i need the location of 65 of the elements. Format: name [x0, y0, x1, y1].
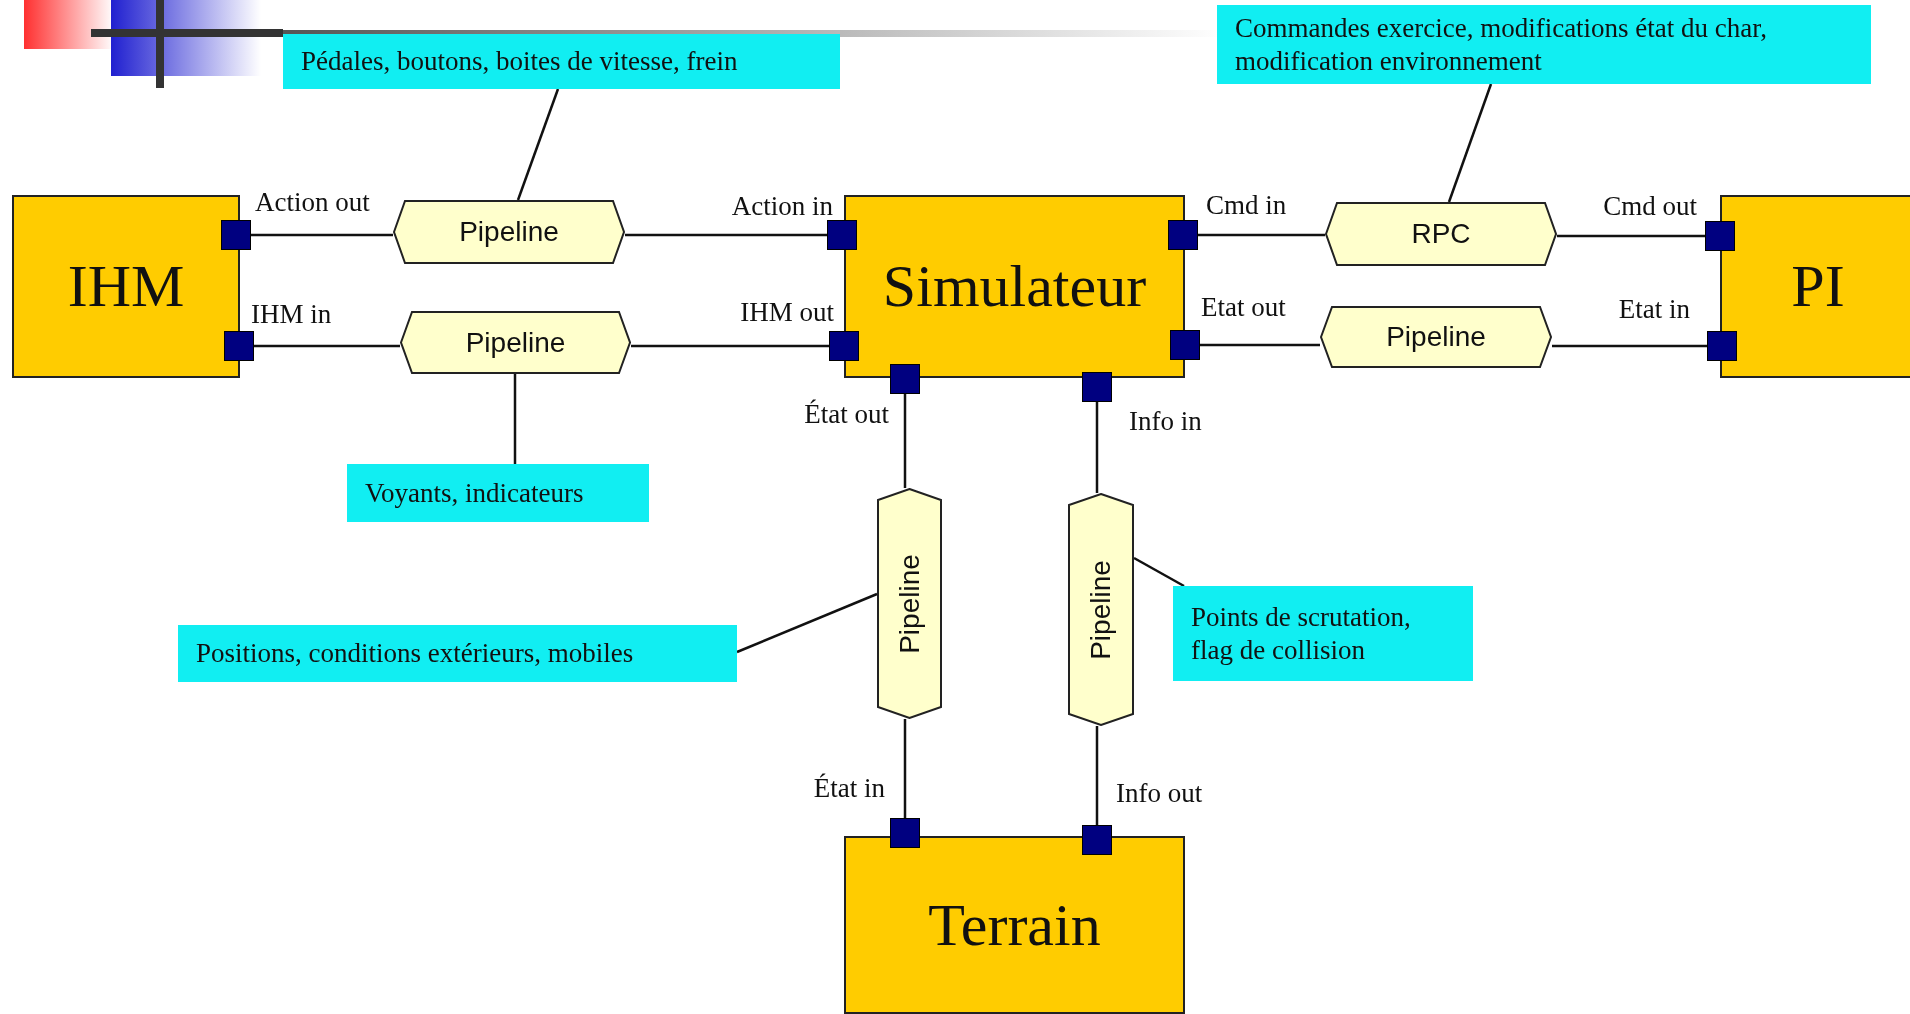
port-square: [890, 818, 920, 848]
connector-line: [1552, 344, 1707, 348]
port-label: État out: [804, 398, 889, 430]
pipeline-label: Pipeline: [893, 553, 926, 654]
pipeline-label: Pipeline: [459, 216, 559, 248]
leader-line: [513, 374, 517, 464]
port-square: [1082, 825, 1112, 855]
port-square: [827, 220, 857, 250]
leader-line: [1133, 556, 1185, 588]
connector-line: [625, 233, 827, 237]
leader-line: [516, 88, 560, 201]
connector-line: [1557, 234, 1705, 238]
connector-line: [903, 394, 907, 488]
port-label: Info in: [1129, 405, 1202, 437]
port-label: Cmd out: [1603, 190, 1697, 222]
callout-box: [347, 464, 649, 522]
component-title: IHM: [67, 252, 185, 321]
callout-box: [283, 34, 840, 89]
port-square: [1082, 372, 1112, 402]
port-label: Info out: [1116, 777, 1203, 809]
port-square: [221, 220, 251, 250]
component-box: [844, 836, 1185, 1014]
leader-line: [1447, 83, 1493, 203]
connector-line: [254, 344, 400, 348]
port-square: [224, 331, 254, 361]
port-label: Etat out: [1201, 291, 1286, 323]
connector-line: [251, 233, 393, 237]
port-square: [1705, 221, 1735, 251]
callout-text: Positions, conditions extérieurs, mobiles: [196, 637, 634, 670]
port-label: IHM in: [251, 298, 332, 330]
callout-text: Commandes exercice, modifications état du char, modification environnement: [1235, 12, 1768, 77]
component-box: [844, 195, 1185, 378]
port-square: [890, 364, 920, 394]
connector-line: [631, 344, 829, 348]
port-label: Action in: [731, 190, 833, 222]
connector-line: [1198, 233, 1325, 237]
port-square: [829, 331, 859, 361]
callout-text: Pédales, boutons, boites de vitesse, frein: [301, 45, 738, 78]
connector-line: [903, 719, 907, 818]
pipeline-label: Pipeline: [465, 326, 566, 359]
port-square: [1707, 331, 1737, 361]
callout-text: Voyants, indicateurs: [365, 476, 584, 510]
pipeline-label: Pipeline: [1386, 321, 1486, 353]
pipeline-label: Pipeline: [1085, 559, 1117, 660]
connector-line: [1095, 402, 1099, 493]
callout-text: Points de scrutation, flag de collision: [1191, 601, 1412, 666]
pipeline-label: RPC: [1411, 218, 1471, 250]
port-label: Cmd in: [1206, 189, 1287, 221]
port-square: [1168, 220, 1198, 250]
component-title: Simulateur: [882, 252, 1147, 321]
port-label: Action out: [255, 186, 370, 218]
callout-box: [178, 625, 737, 682]
connector-line: [1200, 343, 1320, 347]
callout-box: [1173, 586, 1473, 681]
port-label: État in: [813, 772, 885, 804]
port-square: [1170, 330, 1200, 360]
callout-box: [1217, 5, 1871, 84]
port-label: Etat in: [1618, 293, 1690, 325]
component-box: [12, 195, 240, 378]
component-box: [1720, 195, 1910, 378]
leader-line: [736, 592, 878, 654]
component-title: Terrain: [928, 890, 1101, 960]
port-label: IHM out: [740, 296, 834, 328]
component-title: PI: [1791, 252, 1845, 321]
connector-line: [1095, 726, 1099, 825]
